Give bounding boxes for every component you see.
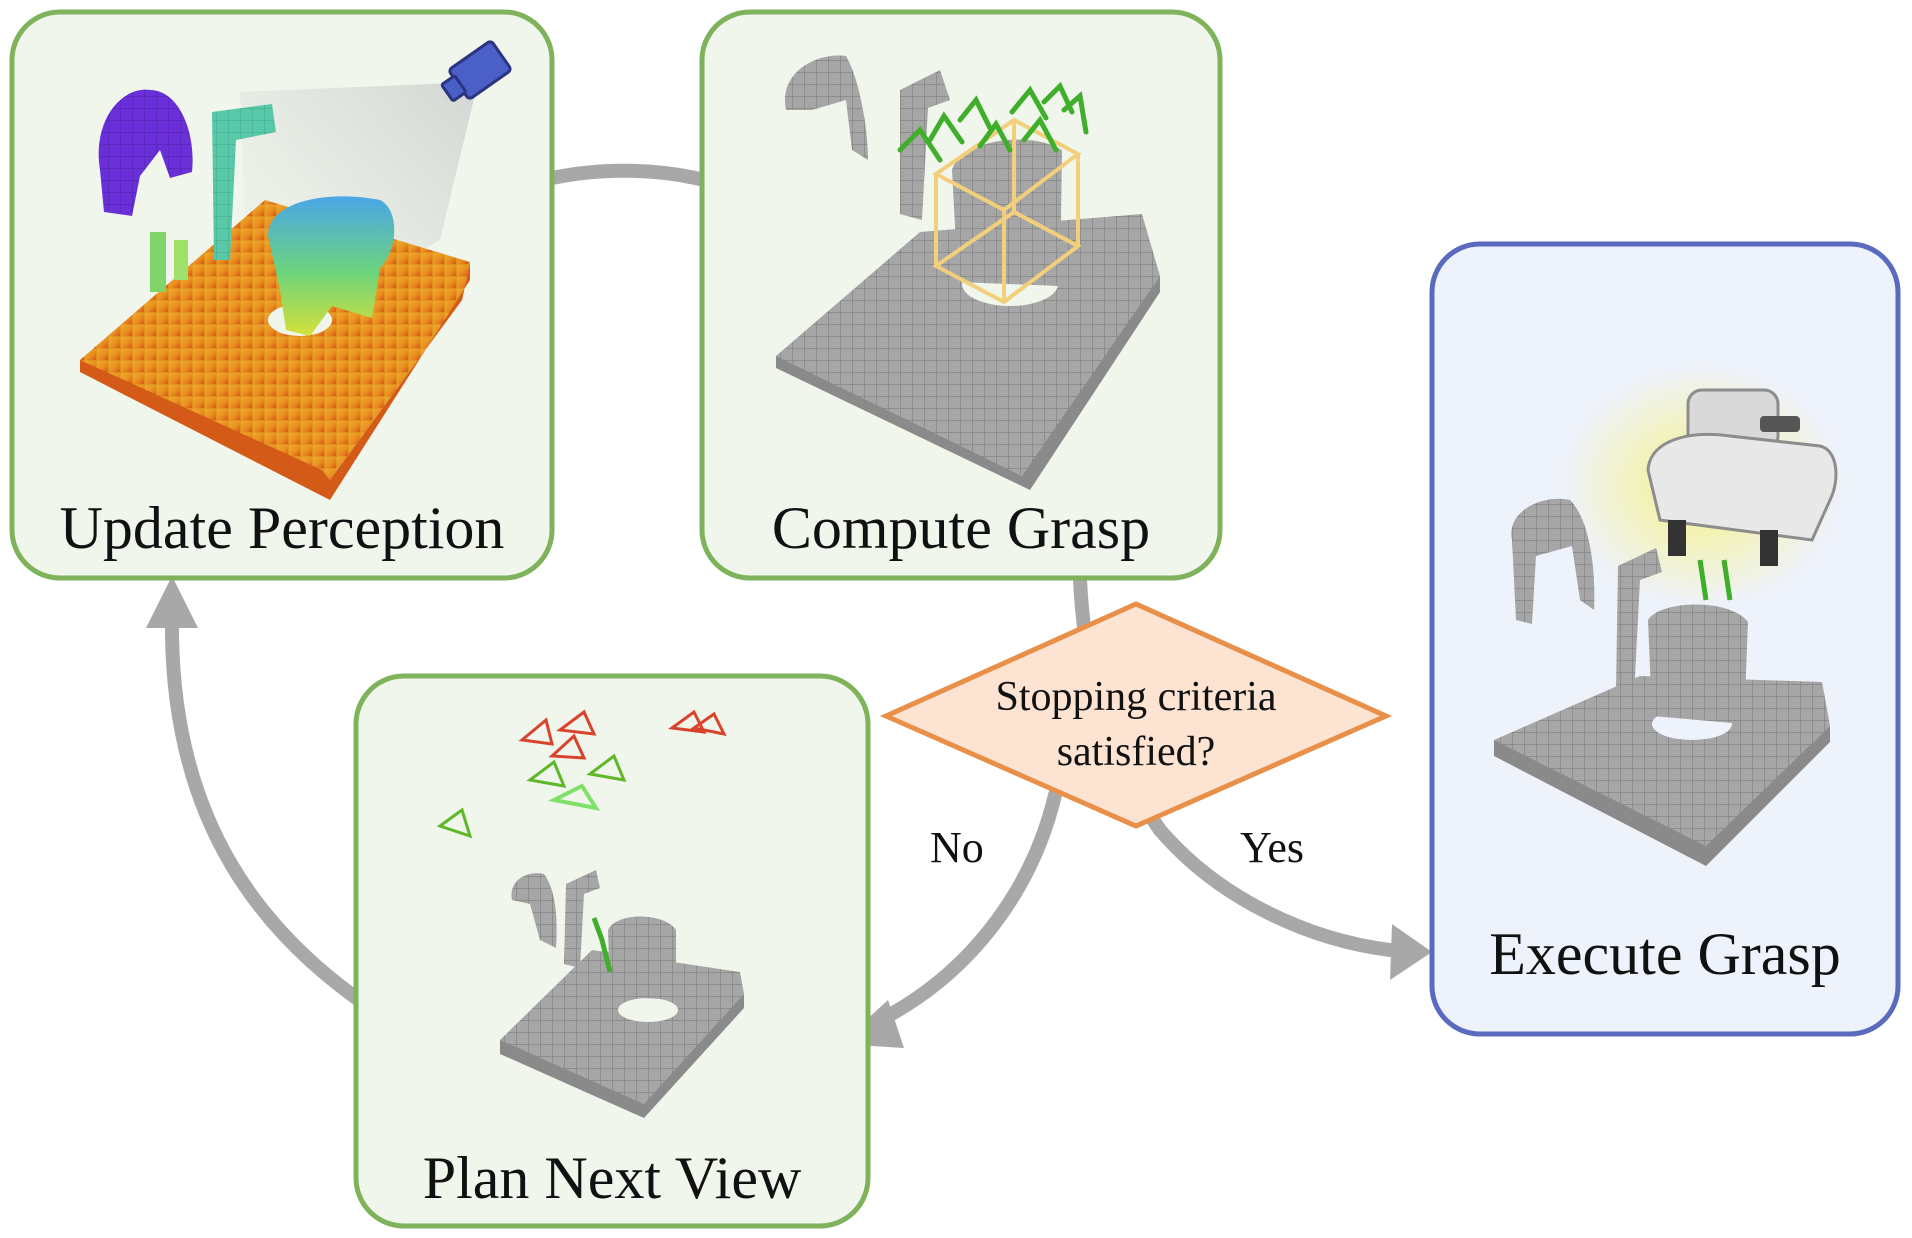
teal-voxel-stick <box>212 104 276 260</box>
update-perception-label: Update Perception <box>59 495 505 561</box>
edge-label-yes: Yes <box>1240 823 1305 872</box>
gray-voxel-cup <box>952 139 1062 286</box>
blue-green-voxel-blob <box>268 196 395 336</box>
plan-next-view-label: Plan Next View <box>422 1145 802 1211</box>
camera-icon <box>440 40 512 102</box>
decision-diamond <box>879 601 1393 829</box>
execute-grasp-label: Execute Grasp <box>1489 921 1841 987</box>
grasp-candidates <box>897 81 1089 163</box>
update-perception-box <box>9 9 555 581</box>
arrow-head-to-execute-grasp <box>1390 924 1432 980</box>
gray-voxel-stick <box>900 70 950 220</box>
gray-voxel-object-plan-left <box>511 873 557 948</box>
gray-voxel-floor <box>776 214 1160 476</box>
execute-grasp-box <box>1429 241 1901 1037</box>
arrow-decision-to-execute <box>1153 823 1397 957</box>
arrow-plan-to-perception <box>164 613 399 1029</box>
gray-voxel-cup-execute <box>1648 604 1748 724</box>
compute-grasp-label: Compute Grasp <box>771 495 1151 561</box>
candidate-views <box>436 709 727 839</box>
compute-grasp-box <box>699 9 1223 581</box>
plan-next-view-box <box>353 673 871 1229</box>
decision-text-line1: Stopping criteria <box>995 674 1277 720</box>
gray-voxel-object-execute-left <box>1511 498 1595 624</box>
decision-text-line2: satisfied? <box>1056 728 1216 775</box>
robot-gripper-icon <box>1646 388 1838 601</box>
arrow-decision-to-plan <box>873 788 1062 1027</box>
gray-voxel-stick-plan <box>564 870 600 968</box>
arrow-head-to-update-perception <box>146 576 198 628</box>
gray-voxel-floor-execute <box>1494 676 1830 846</box>
edge-label-no: No <box>930 823 984 872</box>
gray-voxel-object-left <box>785 55 868 160</box>
gray-voxel-cup-plan <box>608 916 676 1000</box>
decision-text: Stopping criteria satisfied? <box>926 670 1346 779</box>
gray-voxel-floor-plan <box>500 950 744 1104</box>
purple-voxel-object <box>98 89 193 216</box>
gray-voxel-stick-execute <box>1616 548 1662 696</box>
